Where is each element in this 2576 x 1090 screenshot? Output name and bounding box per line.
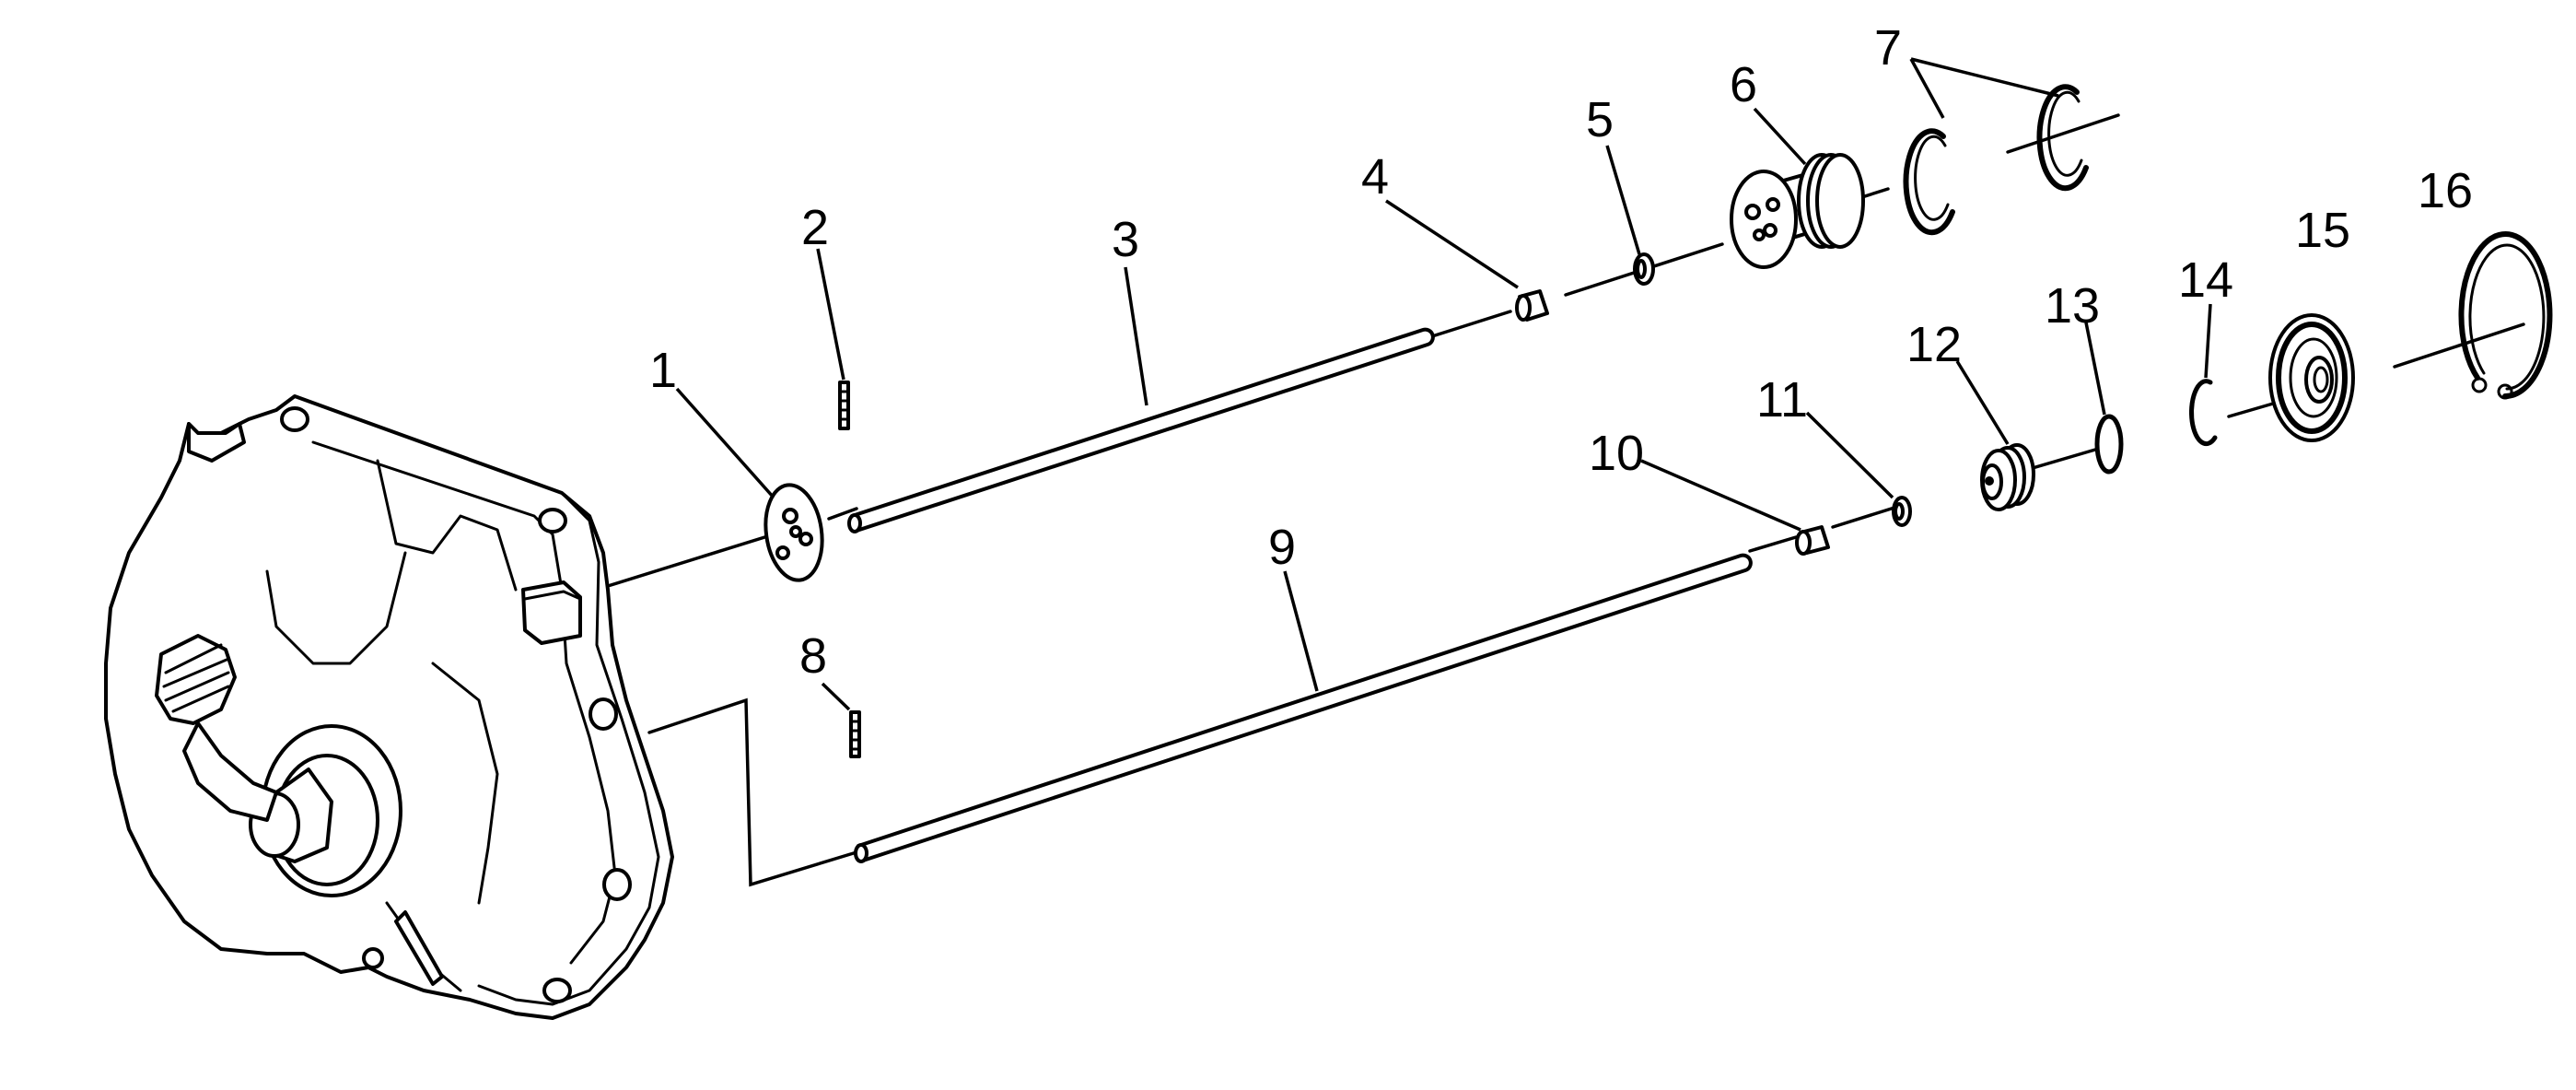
leader-9 xyxy=(1283,570,1319,692)
leader-lines xyxy=(675,57,2212,711)
leader-12 xyxy=(1955,360,2010,445)
part-1-plate xyxy=(763,483,824,582)
callout-9: 9 xyxy=(1268,520,1296,575)
callout-1: 1 xyxy=(649,343,677,398)
leader-7b xyxy=(1910,57,2059,98)
callout-labels: 1 2 3 4 5 6 7 8 9 10 11 12 13 14 15 16 xyxy=(649,20,2473,684)
leader-4 xyxy=(1385,199,1519,289)
part-16-snap-ring xyxy=(2458,231,2553,400)
leader-3 xyxy=(1124,266,1148,406)
callout-8: 8 xyxy=(799,628,827,684)
part-13-ring xyxy=(2094,414,2124,475)
part-15-spring-plate xyxy=(2268,313,2355,442)
leader-5 xyxy=(1605,145,1641,255)
leader-6 xyxy=(1753,107,1807,166)
leader-2 xyxy=(816,248,845,381)
part-14-snap-ring xyxy=(2189,379,2218,447)
callout-14: 14 xyxy=(2178,252,2233,308)
callout-16: 16 xyxy=(2418,163,2473,218)
callout-4: 4 xyxy=(1361,149,1389,205)
part-7-rings xyxy=(1903,84,2089,236)
transmission-housing xyxy=(104,394,674,1020)
callout-2: 2 xyxy=(801,200,829,255)
callout-12: 12 xyxy=(1906,317,1962,372)
leader-7a xyxy=(1909,58,1945,119)
part-3-rod xyxy=(847,327,1435,533)
leader-13 xyxy=(2084,322,2106,416)
leader-8 xyxy=(821,682,851,711)
callout-6: 6 xyxy=(1730,57,1757,112)
part-6-piston xyxy=(1730,153,1865,269)
leader-10 xyxy=(1640,459,1801,532)
callout-5: 5 xyxy=(1586,92,1614,147)
callout-13: 13 xyxy=(2045,278,2100,334)
leader-11 xyxy=(1805,411,1894,499)
part-11-ring xyxy=(1892,496,1912,527)
part-12-piston xyxy=(1980,443,2035,511)
callout-3: 3 xyxy=(1112,212,1139,267)
part-10-sleeve xyxy=(1795,525,1830,556)
part-2-pin xyxy=(838,381,850,430)
callout-11: 11 xyxy=(1756,372,1808,428)
callout-15: 15 xyxy=(2295,203,2350,258)
part-4-sleeve xyxy=(1515,289,1549,322)
part-5-ring xyxy=(1633,252,1655,286)
callout-7: 7 xyxy=(1874,20,1902,76)
part-8-pin xyxy=(849,710,861,758)
leader-14 xyxy=(2204,303,2212,379)
part-9-rod xyxy=(854,553,1753,863)
leader-1 xyxy=(675,387,775,499)
callout-10: 10 xyxy=(1589,426,1644,481)
